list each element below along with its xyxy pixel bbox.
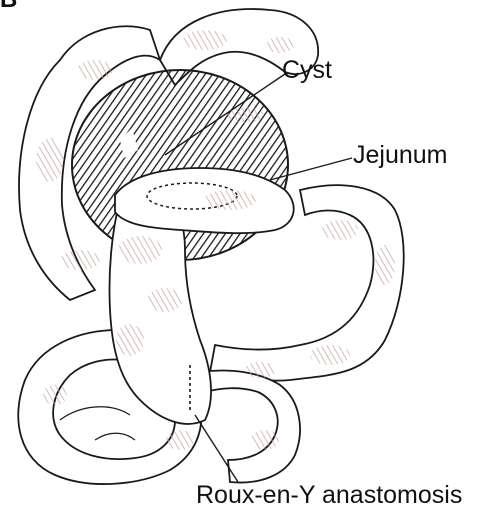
cyst-label: Cyst xyxy=(282,58,332,83)
roux-leader-line xyxy=(195,415,238,482)
panel-letter: B xyxy=(0,0,17,12)
roux-en-y-label: Roux-en-Y anastomosis xyxy=(196,483,462,508)
bowel-fold-line xyxy=(60,407,135,440)
jejunum-label: Jejunum xyxy=(353,143,448,168)
bottom-bowel-segment xyxy=(200,371,300,483)
